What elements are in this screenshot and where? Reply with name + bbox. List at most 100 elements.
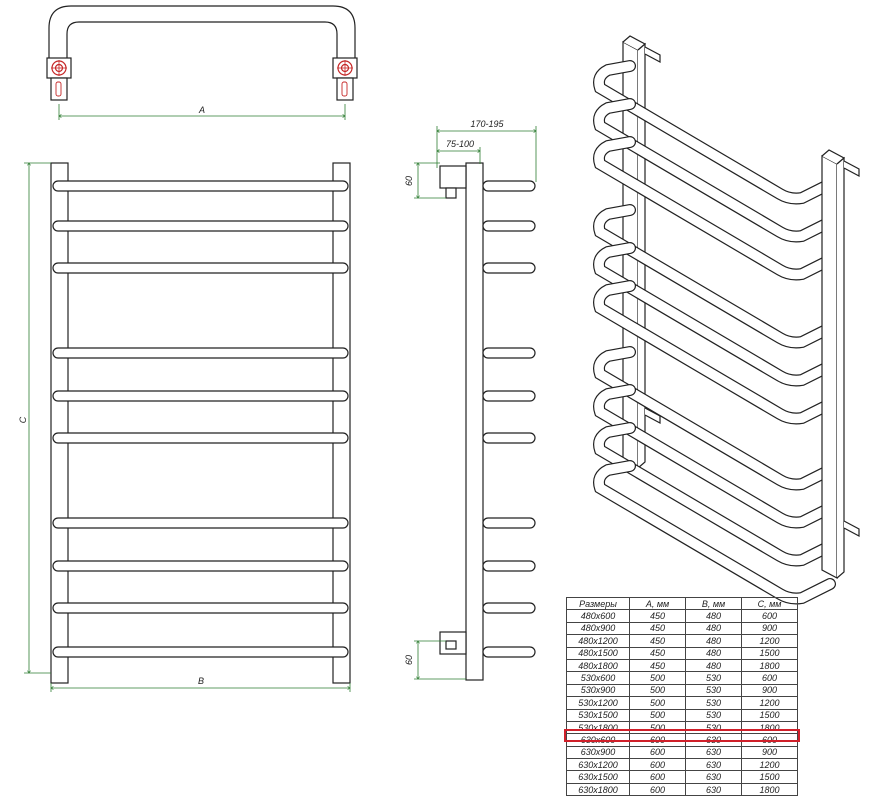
rail-bar bbox=[52, 347, 349, 359]
rail-bar-side bbox=[482, 432, 536, 444]
dimension-b: B bbox=[51, 676, 350, 692]
header-sizes: Размеры bbox=[566, 596, 630, 611]
cell-c: 1500 bbox=[741, 708, 798, 722]
highlight-box bbox=[564, 729, 800, 742]
top-view bbox=[46, 5, 358, 101]
cell-a: 450 bbox=[629, 609, 686, 623]
cell-c: 900 bbox=[741, 683, 798, 698]
rail-bar-side bbox=[482, 220, 536, 232]
rail-bar-side bbox=[482, 517, 536, 529]
cell-size: 530x1500 bbox=[566, 708, 630, 722]
rail-bar-side bbox=[482, 602, 536, 614]
depth-total-label: 170-195 bbox=[470, 119, 504, 129]
cell-a: 600 bbox=[629, 782, 686, 797]
cell-size: 530x1200 bbox=[566, 696, 630, 710]
cell-a: 450 bbox=[629, 646, 686, 660]
header-c: C, мм bbox=[741, 596, 798, 611]
cell-c: 1200 bbox=[741, 758, 798, 772]
header-a: A, мм bbox=[629, 596, 686, 611]
cell-c: 1800 bbox=[741, 782, 798, 797]
cell-size: 530x900 bbox=[566, 683, 630, 698]
rail-bar-iso-fill bbox=[594, 243, 835, 386]
cell-b: 530 bbox=[685, 708, 742, 722]
rail-bar-iso-fill bbox=[594, 99, 835, 242]
rail-bar-side bbox=[482, 180, 536, 192]
rail-bar-side bbox=[482, 560, 536, 572]
cell-b: 630 bbox=[685, 745, 742, 760]
cell-a: 600 bbox=[629, 745, 686, 760]
cell-b: 480 bbox=[685, 621, 742, 636]
rail-bar-iso-fill bbox=[594, 423, 835, 566]
dimension-c-label: C bbox=[18, 416, 28, 423]
cell-a: 450 bbox=[629, 634, 686, 648]
rail-bar bbox=[52, 560, 349, 572]
rail-bar bbox=[52, 220, 349, 232]
cell-size: 630x1800 bbox=[566, 782, 630, 797]
cell-b: 530 bbox=[685, 671, 742, 685]
rail-bar bbox=[52, 602, 349, 614]
cell-b: 530 bbox=[685, 696, 742, 710]
dimension-c: C bbox=[18, 163, 51, 673]
cell-a: 500 bbox=[629, 708, 686, 722]
rail-bar-iso-fill bbox=[594, 347, 835, 490]
offset-top-label: 60 bbox=[404, 176, 414, 186]
cell-a: 600 bbox=[629, 758, 686, 772]
cell-c: 600 bbox=[741, 733, 798, 747]
rail-bar bbox=[52, 432, 349, 444]
cell-b: 480 bbox=[685, 658, 742, 673]
cell-a: 500 bbox=[629, 696, 686, 710]
cell-c: 1200 bbox=[741, 634, 798, 648]
rail-bar-side bbox=[482, 347, 536, 359]
depth-wall-label: 75-100 bbox=[446, 139, 474, 149]
left-wall-fitting-icon bbox=[46, 57, 72, 101]
cell-size: 480x1200 bbox=[566, 634, 630, 648]
rail-bar-iso-fill bbox=[594, 137, 835, 280]
isometric-view bbox=[593, 35, 860, 605]
table-header-row: Размеры A, мм B, мм C, мм bbox=[566, 596, 798, 611]
cell-b: 480 bbox=[685, 634, 742, 648]
rail-bar-iso-fill bbox=[594, 61, 835, 204]
cell-size: 480x900 bbox=[566, 621, 630, 636]
cell-a: 600 bbox=[629, 770, 686, 784]
cell-b: 630 bbox=[685, 758, 742, 772]
cell-c: 1500 bbox=[741, 770, 798, 784]
cell-c: 900 bbox=[741, 621, 798, 636]
cell-size: 630x1500 bbox=[566, 770, 630, 784]
right-wall-fitting-icon bbox=[332, 57, 358, 101]
rail-bar-side bbox=[482, 646, 536, 658]
cell-size: 480x600 bbox=[566, 609, 630, 623]
rail-bar-side bbox=[482, 390, 536, 402]
cell-a: 500 bbox=[629, 671, 686, 685]
cell-size: 630x900 bbox=[566, 745, 630, 760]
cell-size: 530x600 bbox=[566, 671, 630, 685]
cell-a: 500 bbox=[629, 683, 686, 698]
cell-a: 450 bbox=[629, 658, 686, 673]
cell-c: 600 bbox=[741, 609, 798, 623]
cell-b: 480 bbox=[685, 646, 742, 660]
cell-c: 1800 bbox=[741, 658, 798, 673]
front-view bbox=[50, 162, 351, 684]
rail-bar-iso-fill bbox=[594, 205, 835, 348]
dimension-a-label: A bbox=[198, 105, 205, 115]
cell-c: 600 bbox=[741, 671, 798, 685]
rail-bar-iso-fill bbox=[594, 281, 835, 424]
dimension-b-label: B bbox=[198, 676, 204, 686]
side-view bbox=[439, 162, 536, 681]
cell-a: 450 bbox=[629, 621, 686, 636]
cell-c: 1200 bbox=[741, 696, 798, 710]
cell-c: 1500 bbox=[741, 646, 798, 660]
rail-bar bbox=[52, 646, 349, 658]
